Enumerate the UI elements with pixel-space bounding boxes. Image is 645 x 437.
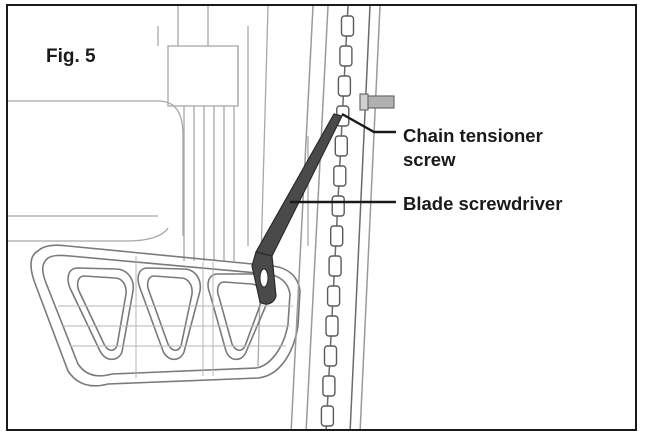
chain-link bbox=[328, 255, 342, 277]
guide-bar-chain bbox=[290, 6, 381, 429]
chain-link bbox=[331, 195, 345, 217]
chain-link bbox=[340, 15, 355, 37]
chain-link bbox=[322, 375, 336, 397]
callout-line: Chain tensioner bbox=[403, 125, 543, 146]
chain-link bbox=[334, 135, 348, 157]
figure-frame: Fig. 5 Chain tensioner screw Blade screw… bbox=[6, 4, 637, 431]
chain-link bbox=[320, 405, 335, 427]
chain-link bbox=[337, 75, 352, 97]
callout-line: screw bbox=[403, 149, 456, 170]
chain-link bbox=[325, 315, 339, 337]
chain-link bbox=[326, 285, 341, 307]
tensioner-screw bbox=[359, 93, 395, 111]
leader-lines bbox=[290, 112, 396, 204]
chain-link bbox=[333, 165, 347, 187]
chain-link bbox=[323, 345, 338, 367]
front-handle-guard bbox=[30, 244, 301, 387]
chain-link bbox=[339, 45, 353, 67]
callout-blade-screwdriver: Blade screwdriver bbox=[403, 192, 562, 216]
chain-link bbox=[330, 225, 344, 247]
figure-label: Fig. 5 bbox=[46, 46, 96, 67]
callout-line: Blade screwdriver bbox=[403, 193, 563, 214]
callout-chain-tensioner-screw: Chain tensioner screw bbox=[403, 124, 543, 172]
chainsaw-illustration bbox=[8, 6, 396, 429]
blade-screwdriver bbox=[251, 113, 343, 305]
